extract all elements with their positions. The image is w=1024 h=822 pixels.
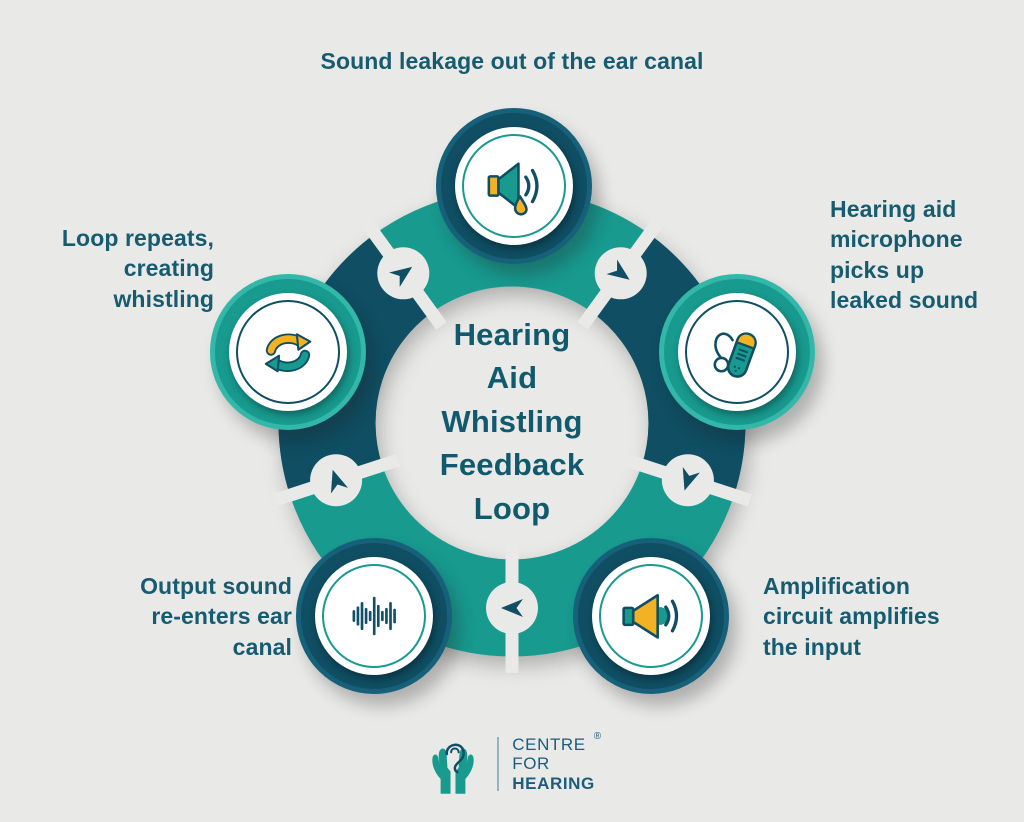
title-line: Feedback	[439, 447, 585, 483]
logo-word: CENTRE	[512, 735, 586, 755]
flow-arrow-icon	[389, 266, 413, 288]
title-line: Aid	[486, 360, 538, 396]
speaker-leak-icon	[487, 162, 539, 216]
speaker-amplify-icon	[622, 593, 679, 639]
flow-arrow-icon	[606, 259, 630, 280]
label-line: the input	[763, 633, 861, 660]
title-line: Hearing	[453, 317, 571, 352]
node-sound-leakage	[436, 108, 592, 264]
hearing-aid-icon	[713, 332, 757, 378]
centre-for-hearing-logo: CENTRE ® FOR HEARING	[0, 731, 1024, 797]
logo-line-centre: CENTRE ®	[512, 731, 602, 755]
flow-arrow-icon	[501, 599, 523, 617]
label-line: picks up	[830, 256, 925, 283]
label-line: Sound leakage out of the ear canal	[320, 48, 704, 74]
label-hearing-aid-mic: Hearing aid microphone picks up leaked s…	[830, 194, 1020, 315]
label-line: creating	[123, 255, 214, 282]
title-line: Loop	[473, 490, 551, 526]
node-inner-circle	[455, 127, 573, 245]
label-line: microphone	[830, 226, 963, 253]
node-loop-repeats	[210, 274, 366, 430]
node-inner-circle	[315, 557, 433, 675]
flow-arrow-icon	[330, 469, 349, 494]
logo-line-for: FOR	[512, 754, 550, 774]
label-line: whistling	[113, 285, 214, 312]
label-line: Loop repeats,	[61, 225, 214, 251]
hands-ear-icon	[432, 743, 474, 794]
label-line: Hearing aid	[830, 196, 957, 222]
label-line: re-enters ear	[151, 603, 292, 630]
node-inner-circle	[592, 557, 710, 675]
label-line: circuit amplifies	[763, 603, 940, 630]
waveform-icon	[352, 596, 396, 636]
label-line: canal	[232, 633, 292, 660]
node-output-sound	[296, 538, 452, 694]
label-loop-repeats: Loop repeats, creating whistling	[22, 223, 214, 314]
label-line: Output sound	[140, 573, 292, 599]
logo-line-hearing: HEARING	[512, 773, 595, 793]
logo-divider	[497, 737, 500, 791]
title-line: Whistling	[441, 403, 583, 439]
node-hearing-aid-mic	[659, 274, 815, 430]
page-title: Hearing Aid Whistling Feedback Loop	[362, 313, 662, 530]
label-amplification: Amplification circuit amplifies the inpu…	[763, 571, 993, 662]
node-inner-circle	[229, 293, 347, 411]
node-inner-circle	[678, 293, 796, 411]
flow-arrow-icon	[682, 466, 700, 491]
registered-mark-icon: ®	[593, 731, 602, 743]
loop-arrows-icon	[264, 333, 312, 373]
label-sound-leakage: Sound leakage out of the ear canal	[0, 46, 1024, 76]
node-amplification	[573, 538, 729, 694]
label-line: Amplification	[763, 573, 910, 599]
logo-text: CENTRE ® FOR HEARING	[512, 731, 602, 793]
label-line: leaked sound	[830, 287, 979, 314]
label-output-sound: Output sound re-enters ear canal	[82, 571, 292, 662]
